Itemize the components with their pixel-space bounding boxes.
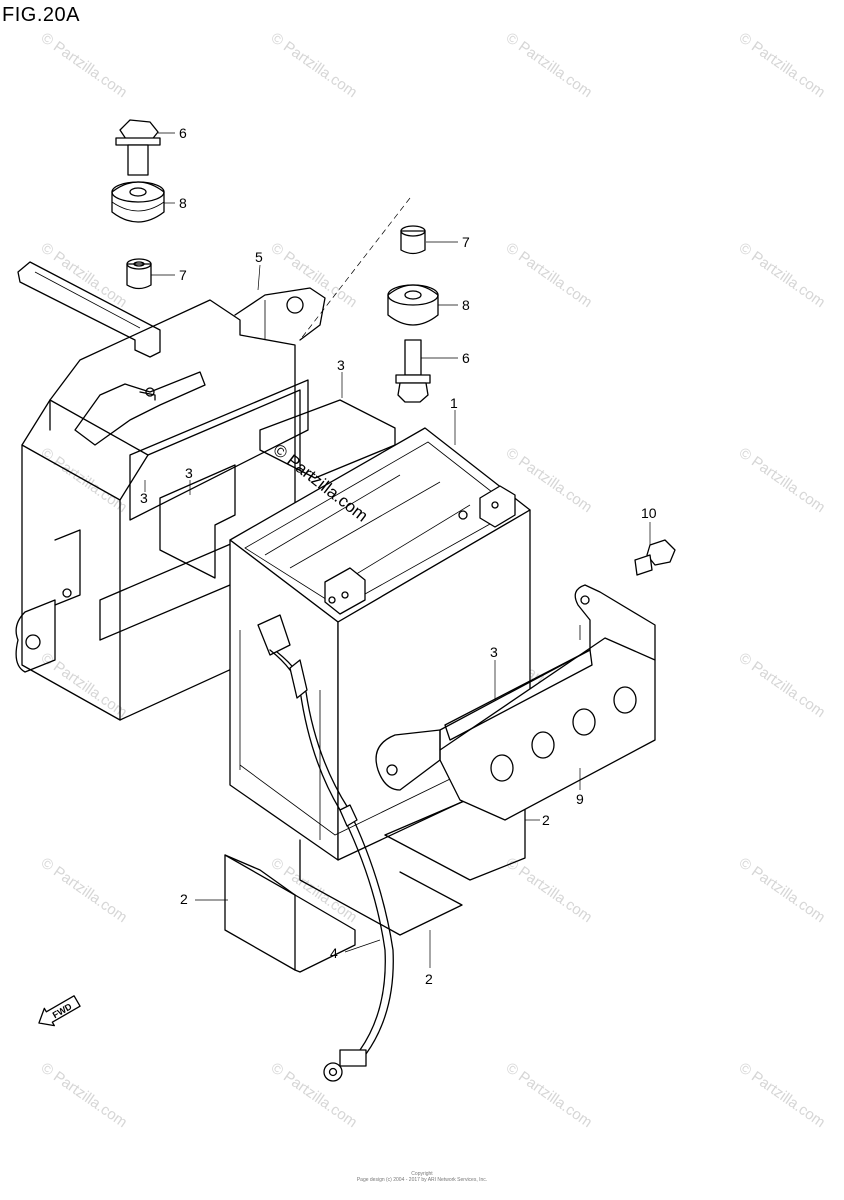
watermark: © Partzilla.com [736, 649, 829, 721]
callout-8: 8 [462, 297, 470, 313]
callout-4: 4 [330, 945, 338, 961]
watermark: © Partzilla.com [268, 29, 361, 101]
watermark: © Partzilla.com [503, 29, 596, 101]
callout-6: 6 [179, 125, 187, 141]
watermark: © Partzilla.com [736, 854, 829, 926]
watermark: © Partzilla.com [38, 239, 131, 311]
figure-title: FIG.20A [2, 4, 80, 26]
watermark: © Partzilla.com [503, 854, 596, 926]
watermark: © Partzilla.com [38, 29, 131, 101]
watermark: © Partzilla.com [38, 854, 131, 926]
collar-part-7-left [126, 258, 152, 290]
bolt-part-10 [634, 539, 676, 576]
footer-page-design: Page design (c) 2004 - 2017 by ARI Netwo… [356, 1177, 488, 1183]
collar-part-7-right [400, 225, 426, 255]
watermark: © Partzilla.com [503, 1059, 596, 1131]
callout-3: 3 [140, 490, 148, 506]
fwd-direction-marker: FWD [38, 995, 81, 1027]
watermark: © Partzilla.com [736, 444, 829, 516]
callout-2: 2 [425, 971, 433, 987]
watermark: © Partzilla.com [38, 1059, 131, 1131]
callout-labels: 6 8 7 5 7 8 6 3 1 3 3 10 3 9 2 2 4 2 [140, 125, 657, 987]
callout-9: 9 [576, 791, 584, 807]
pad-part-3-band [444, 649, 593, 741]
leader-lines [144, 132, 651, 968]
footer-copyright: Copyright [411, 1171, 433, 1177]
pad-part-3-left [129, 379, 309, 521]
callout-2: 2 [542, 812, 550, 828]
watermark: © Partzilla.com [38, 649, 131, 721]
bolt-part-6-right [395, 339, 431, 403]
battery-cable-part-4 [257, 614, 394, 1082]
callout-8: 8 [179, 195, 187, 211]
watermark: © Partzilla.com [736, 239, 829, 311]
callout-7: 7 [179, 267, 187, 283]
watermark: © Partzilla.com [736, 1059, 829, 1131]
watermark: © Partzilla.com [503, 239, 596, 311]
callout-10: 10 [641, 505, 657, 521]
callout-5: 5 [255, 249, 263, 265]
watermark: © Partzilla.com [268, 239, 361, 311]
bolt-part-6-upper [115, 119, 161, 176]
callout-7: 7 [462, 234, 470, 250]
callout-1: 1 [450, 395, 458, 411]
callout-3: 3 [185, 465, 193, 481]
pad-part-3-lower [159, 464, 236, 579]
watermark: © Partzilla.com [736, 29, 829, 101]
watermark: © Partzilla.com [268, 1059, 361, 1131]
footer: Copyright Page design (c) 2004 - 2017 by… [0, 1171, 844, 1183]
callout-6: 6 [462, 350, 470, 366]
callout-3: 3 [337, 357, 345, 373]
grommet-part-8-upper [111, 181, 165, 223]
grommet-part-8-right [387, 284, 439, 326]
watermark: © Partzilla.com [268, 854, 361, 926]
callout-3: 3 [490, 644, 498, 660]
callout-2: 2 [180, 891, 188, 907]
